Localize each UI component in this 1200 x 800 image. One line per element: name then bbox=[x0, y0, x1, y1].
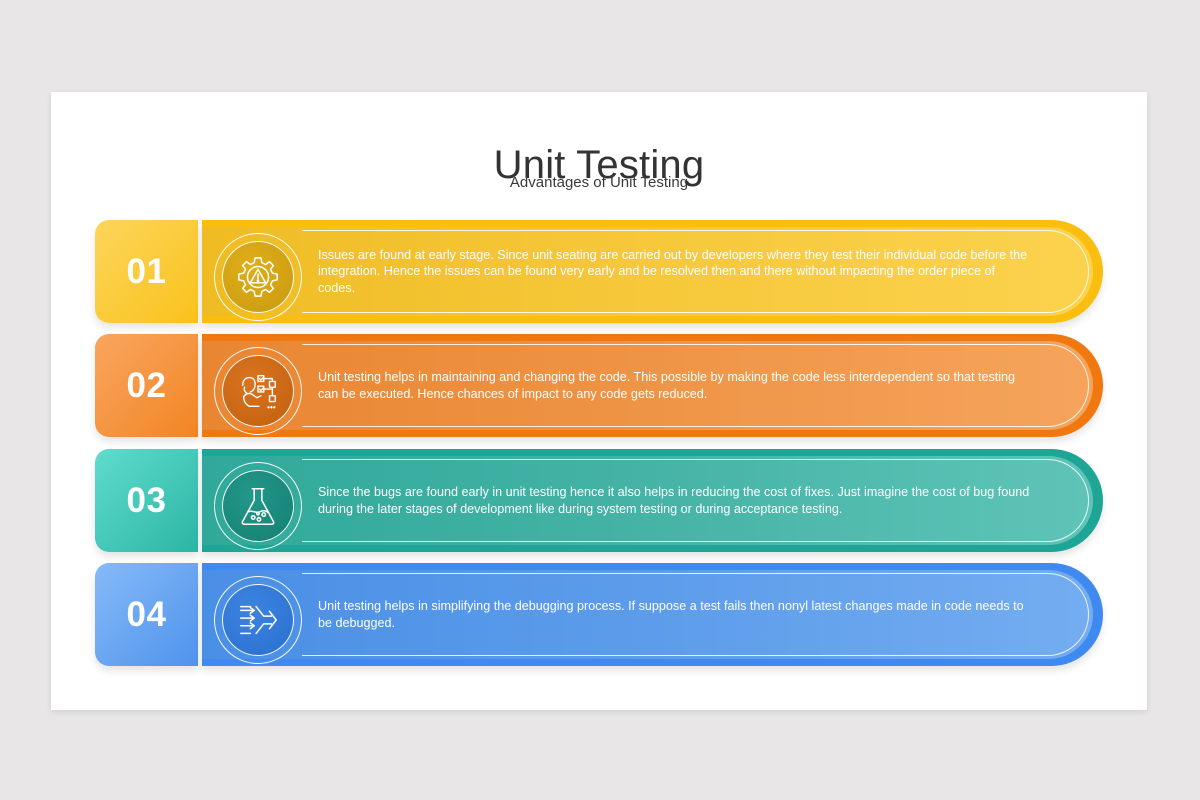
advantage-card: Unit testing helps in simplifying the de… bbox=[202, 563, 1103, 666]
advantage-row-02: 02 bbox=[95, 334, 1103, 437]
advantage-description: Issues are found at early stage. Since u… bbox=[318, 227, 1033, 316]
gear-warning-icon bbox=[222, 241, 294, 313]
card-outline bbox=[302, 459, 1089, 542]
icon-ring bbox=[214, 347, 302, 435]
icon-ring bbox=[214, 462, 302, 550]
advantage-description: Unit testing helps in simplifying the de… bbox=[318, 570, 1033, 659]
card-outline bbox=[302, 344, 1089, 427]
card-fill: Issues are found at early stage. Since u… bbox=[202, 227, 1093, 321]
description-text: Unit testing helps in maintaining and ch… bbox=[318, 370, 1016, 401]
merge-arrows-icon bbox=[222, 584, 294, 656]
card-outline bbox=[302, 230, 1089, 313]
slide-subtitle: Advantages of Unit Testing bbox=[509, 174, 689, 191]
description-text: Issues are found at early stage. Since u… bbox=[318, 247, 1028, 295]
card-fill: Unit testing helps in simplifying the de… bbox=[202, 570, 1093, 664]
advantage-row-01: 01 Issues are found at early stage. Sinc… bbox=[95, 220, 1103, 323]
card-outline bbox=[302, 573, 1089, 656]
advantage-row-04: 04 Unit bbox=[95, 563, 1103, 666]
advantage-description: Since the bugs are found early in unit t… bbox=[318, 456, 1033, 545]
icon-ring bbox=[214, 233, 302, 321]
step-number: 03 bbox=[95, 449, 198, 552]
icon-ring bbox=[214, 576, 302, 664]
step-number: 02 bbox=[95, 334, 198, 437]
description-text: Since the bugs are found early in unit t… bbox=[318, 485, 1030, 516]
slide-title: Unit Testing bbox=[493, 142, 705, 187]
person-flowchart-icon bbox=[222, 355, 294, 427]
flask-icon bbox=[222, 470, 294, 542]
description-text: Unit testing helps in simplifying the de… bbox=[318, 599, 1024, 630]
advantage-card: Issues are found at early stage. Since u… bbox=[202, 220, 1103, 323]
advantage-row-03: 03 Since the bugs ar bbox=[95, 449, 1103, 552]
advantage-description: Unit testing helps in maintaining and ch… bbox=[318, 341, 1033, 430]
advantage-card: Since the bugs are found early in unit t… bbox=[202, 449, 1103, 552]
card-fill: Unit testing helps in maintaining and ch… bbox=[202, 341, 1093, 435]
advantage-card: Unit testing helps in maintaining and ch… bbox=[202, 334, 1103, 437]
slide: Unit Testing Advantages of Unit Testing … bbox=[51, 92, 1147, 710]
step-number: 04 bbox=[95, 563, 198, 666]
step-number: 01 bbox=[95, 220, 198, 323]
card-fill: Since the bugs are found early in unit t… bbox=[202, 456, 1093, 550]
